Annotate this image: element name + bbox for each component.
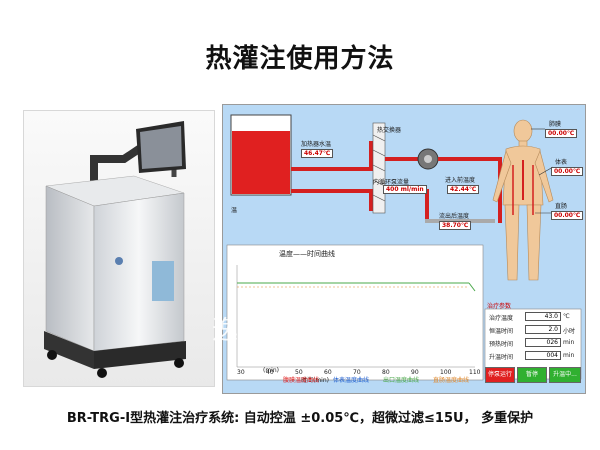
machine-photo — [23, 110, 215, 387]
heater-tank-water — [232, 131, 290, 194]
temperature-chart — [226, 244, 484, 381]
tank-temp-label: 加热器水温 — [301, 141, 332, 148]
body-surface-value: 00.00℃ — [551, 167, 584, 176]
param-label: 恒温时间 — [489, 328, 514, 335]
tank-side-label: 温 — [231, 207, 238, 214]
chart-x-tick: 50 — [295, 369, 303, 376]
param-unit: min — [563, 352, 575, 359]
chart-title: 温度——时间曲线 — [279, 250, 335, 258]
chart-x-tick: 110 — [469, 369, 481, 376]
chart-x-tick: 70 — [353, 369, 361, 376]
rectum-value: 00.00℃ — [551, 211, 584, 220]
chart-x-tick: 40 — [266, 369, 274, 376]
chart-x-tick: 80 — [382, 369, 390, 376]
chart-x-tick: 90 — [411, 369, 419, 376]
page-title: 热灌注使用方法 — [205, 44, 395, 74]
page-caption: BR-TRG-I型热灌注治疗系统: 自动控温 ±0.05℃，超微过滤≤15U， … — [66, 411, 534, 426]
abdomen-value: 00.00℃ — [545, 129, 578, 138]
chart-legend-item: 体表温度曲线 — [333, 377, 370, 384]
chart-legend-item: 直肠温度曲线 — [433, 377, 470, 384]
stop-pump-button[interactable]: 停泵运行 — [485, 367, 515, 383]
params-title: 治疗参数 — [487, 303, 512, 310]
param-unit: 小时 — [563, 328, 576, 335]
inlet-temp-label: 进入前温度 — [445, 177, 476, 184]
system-diagram — [226, 114, 582, 381]
outlet-temp-label: 流出后温度 — [439, 213, 470, 220]
chart-x-unit: (min) — [263, 367, 279, 374]
chart-x-tick: 100 — [440, 369, 452, 376]
flow-label: 内循环泵流量 — [373, 179, 410, 186]
chart-x-tick: 60 — [324, 369, 332, 376]
heating-button[interactable]: 升温中... — [549, 367, 581, 383]
rectum-label: 直肠 — [555, 203, 568, 210]
param-label: 预热时间 — [489, 341, 514, 348]
watermark-text: 逸仙妇瘤 — [212, 316, 329, 346]
param-unit: min — [563, 339, 575, 346]
hyperthermia-machine-illustration — [44, 121, 186, 378]
outlet-temp-value: 38.70℃ — [439, 221, 472, 230]
param-unit: ℃ — [563, 313, 570, 320]
chart-x-axis-label: 时间(min) — [301, 377, 329, 384]
param-value-field[interactable]: 004 — [525, 351, 561, 360]
param-label: 升温时间 — [489, 354, 514, 361]
tank-temp-value: 46.47℃ — [301, 149, 334, 158]
abdomen-label: 肺膜 — [549, 121, 562, 128]
inlet-temp-value: 42.44℃ — [447, 185, 480, 194]
control-software-screen: 温 加热器水温 46.47℃ 热交换器 内循环泵流量 400 ml/min 进入… — [222, 104, 586, 394]
chart-legend-item: 出口温度曲线 — [383, 377, 420, 384]
chart-x-tick: 30 — [237, 369, 245, 376]
param-value-field[interactable]: 2.0 — [525, 325, 561, 334]
body-surface-label: 体表 — [555, 159, 568, 166]
param-value-field[interactable]: 43.0 — [525, 312, 561, 321]
heat-exchanger-label: 热交换器 — [377, 127, 402, 134]
chart-legend-item: 腹膜温度曲线 — [283, 377, 320, 384]
param-label: 治疗温度 — [489, 315, 514, 322]
pause-button[interactable]: 暂停 — [517, 367, 547, 383]
flow-value: 400 ml/min — [383, 185, 427, 194]
param-value-field[interactable]: 026 — [525, 338, 561, 347]
